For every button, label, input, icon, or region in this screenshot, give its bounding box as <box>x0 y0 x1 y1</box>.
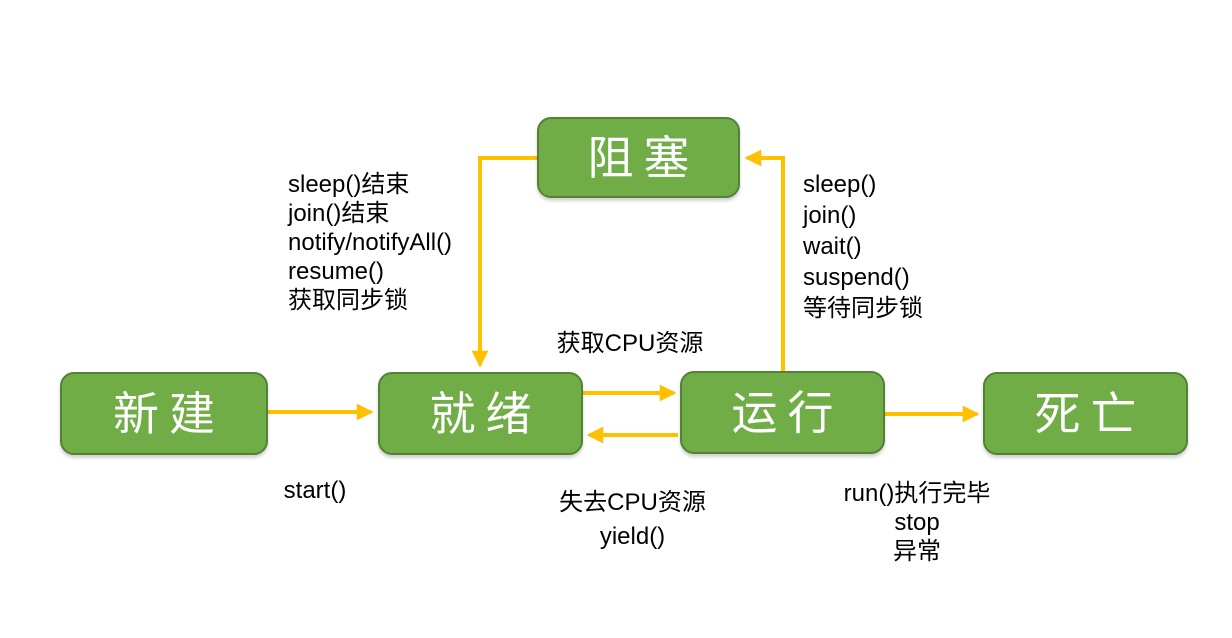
label-start: start() <box>283 477 347 504</box>
label-block-line: sleep() <box>803 171 877 198</box>
label-unblock-line: resume() <box>288 258 385 285</box>
label-unblock-line: join()结束 <box>288 200 390 227</box>
label-unblock-line: 获取同步锁 <box>288 287 408 314</box>
label-block-line: 等待同步锁 <box>803 295 923 322</box>
state-label-ready: 就绪 <box>429 386 542 441</box>
label-block-line: join() <box>803 202 857 229</box>
label-acquire-cpu: 获取CPU资源 <box>556 330 704 357</box>
state-box-blocked: 阻塞 <box>537 117 740 198</box>
arrow-blocked-to-ready <box>471 156 537 368</box>
label-block-line: wait() <box>803 233 862 260</box>
label-unblock-line: notify/notifyAll() <box>288 229 453 256</box>
state-label-blocked: 阻塞 <box>587 130 700 185</box>
label-lose-cpu-line: 失去CPU资源 <box>559 489 706 516</box>
state-label-running: 运行 <box>731 385 844 440</box>
label-dead-cause-line: stop <box>894 509 940 536</box>
label-lose-cpu-line: yield() <box>599 523 666 550</box>
state-label-dead: 死亡 <box>1034 386 1147 441</box>
state-box-new: 新建 <box>60 372 268 455</box>
label-block-causes: sleep() join() wait() suspend() 等待同步锁 <box>803 169 923 324</box>
label-dead-causes: run()执行完毕 stop 异常 <box>817 479 1017 566</box>
label-dead-cause-line: run()执行完毕 <box>843 480 991 507</box>
arrow-running-to-blocked <box>744 149 785 371</box>
label-unblock-line: sleep()结束 <box>288 171 410 198</box>
state-label-new: 新建 <box>113 386 225 441</box>
label-lose-cpu: 失去CPU资源 yield() <box>530 486 735 554</box>
label-dead-cause-line: 异常 <box>893 538 941 565</box>
label-unblock-causes: sleep()结束 join()结束 notify/notifyAll() re… <box>288 170 452 315</box>
state-box-ready: 就绪 <box>378 372 583 455</box>
state-box-running: 运行 <box>680 371 885 454</box>
state-box-dead: 死亡 <box>983 372 1188 455</box>
label-block-line: suspend() <box>803 264 910 291</box>
